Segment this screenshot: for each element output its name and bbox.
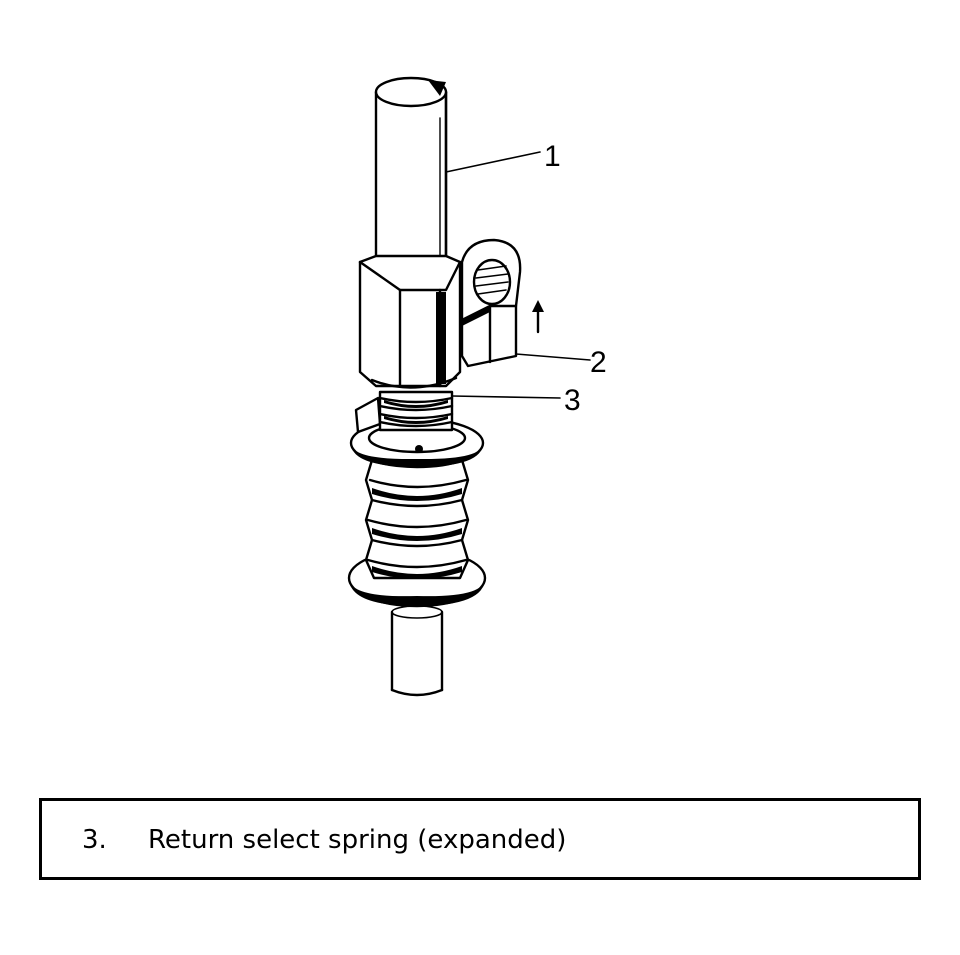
leader-line-2 [515, 353, 591, 361]
callout-label-2: 2 [590, 346, 607, 379]
callout-label-1: 1 [544, 140, 561, 173]
select-lug [460, 238, 544, 368]
hex-housing [358, 254, 462, 389]
shifter-assembly-illustration: 1 2 3 [347, 76, 607, 697]
legend-item-text: Return select spring (expanded) [148, 825, 567, 855]
leader-line-1 [445, 151, 541, 173]
leader-lines [445, 151, 591, 399]
rubber-boot [347, 396, 487, 619]
callout-label-3: 3 [564, 384, 581, 417]
legend-item-number: 3. [82, 825, 107, 855]
return-select-spring [378, 390, 454, 432]
shift-lever [374, 76, 448, 264]
leader-line-3 [451, 395, 561, 399]
legend-box: 3. Return select spring (expanded) [39, 798, 921, 880]
lower-shaft [390, 610, 444, 697]
